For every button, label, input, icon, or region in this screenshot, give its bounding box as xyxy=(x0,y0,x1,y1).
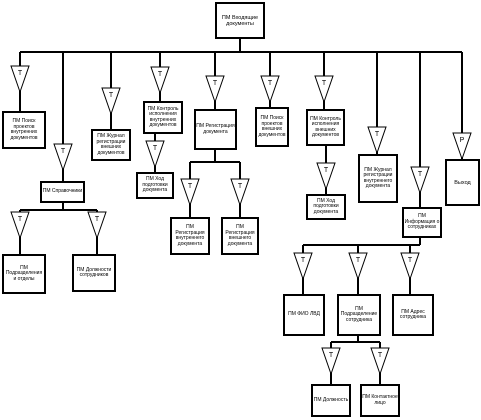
node-internal-journal: ПМ Журнал регистрации внутреннего докуме… xyxy=(358,154,398,203)
node-label: ПМ Контроль исполнения внутренних докуме… xyxy=(147,105,179,128)
connector-marker: T xyxy=(400,252,420,281)
node-departments: ПМ Подразделения и отделы xyxy=(2,254,46,294)
svg-text:T: T xyxy=(322,80,327,87)
node-control-internal: ПМ Контроль исполнения внутренних докуме… xyxy=(143,101,183,134)
svg-text:T: T xyxy=(375,131,380,138)
node-label: ПМ Ход подготовки документа xyxy=(142,176,168,194)
node-label: ПМ Журнал регистрации внутреннего докуме… xyxy=(363,166,393,189)
node-register-external: ПМ Регистрация внешнего документа xyxy=(221,217,259,255)
svg-text:T: T xyxy=(188,183,193,190)
node-control-external: ПМ Контроль исполнения внешних документо… xyxy=(306,109,345,146)
connector-marker: T xyxy=(10,211,30,240)
node-external-journal: ПМ Журнал регистрации внешних документов xyxy=(91,129,131,161)
node-label: ПМ ФИО ЛВД xyxy=(288,311,320,318)
node-label: ПМ Адрес сотрудника xyxy=(399,308,427,320)
connector-marker: T xyxy=(367,126,387,155)
connector-marker: T xyxy=(53,143,73,172)
node-prep-progress-1: ПМ Ход подготовки документа xyxy=(136,172,174,199)
svg-text:T: T xyxy=(153,145,158,152)
node-directories: ПМ Справочники xyxy=(40,181,85,203)
node-employee-department: ПМ Подразделение сотрудника xyxy=(337,294,381,336)
svg-text:T: T xyxy=(301,257,306,264)
svg-text:T: T xyxy=(356,257,361,264)
connector-marker: T xyxy=(314,75,334,104)
node-label: Выход xyxy=(454,179,471,186)
svg-text:T: T xyxy=(61,148,66,155)
connector-marker: T xyxy=(101,87,121,116)
node-label: ПМ Подразделения и отделы xyxy=(5,264,43,282)
node-label: ПМ Подразделение сотрудника xyxy=(340,305,378,323)
connector-marker: T xyxy=(410,166,430,195)
node-label: ПМ Регистрация внутреннего документа xyxy=(175,224,205,247)
svg-text:T: T xyxy=(408,257,413,264)
svg-text:T: T xyxy=(418,171,423,178)
node-positions: ПМ Должности сотрудников xyxy=(72,254,116,292)
node-employee-info: ПМ Информация о сотрудниках xyxy=(402,207,442,238)
svg-text:T: T xyxy=(213,80,218,87)
node-label: ПМ Регистрация документа xyxy=(196,123,235,135)
connector-marker: T xyxy=(205,75,225,104)
node-label: ПМ Регистрация внешнего документа xyxy=(225,224,255,247)
connector-marker: T xyxy=(370,347,390,376)
node-label: ПМ Ход подготовки документа xyxy=(313,197,339,215)
node-search-external-drafts: ПМ Поиск проектов внешних документов xyxy=(255,107,289,147)
connector-marker: T xyxy=(293,252,313,281)
svg-text:T: T xyxy=(329,352,334,359)
svg-text:T: T xyxy=(18,216,23,223)
connector-marker: T xyxy=(145,140,165,169)
svg-text:T: T xyxy=(109,92,114,99)
svg-text:T: T xyxy=(238,183,243,190)
connector-markers: T T T T T T T T T P T T T T T T T T T T … xyxy=(10,65,472,376)
svg-text:P: P xyxy=(460,137,465,144)
svg-text:T: T xyxy=(18,70,23,77)
node-contact-person: ПМ Контактное лицо xyxy=(360,384,400,417)
node-label: ПМ Контроль исполнения внешних документо… xyxy=(310,115,341,138)
node-registration: ПМ Регистрация документа xyxy=(194,109,237,150)
node-prep-progress-2: ПМ Ход подготовки документа xyxy=(306,194,346,220)
svg-text:T: T xyxy=(158,71,163,78)
node-label: ПМ Поиск проектов внутренних документов xyxy=(10,118,38,141)
node-label: ПМ Контактное лицо xyxy=(362,394,398,406)
connector-marker: T xyxy=(150,66,170,95)
node-label: ПМ Справочники xyxy=(42,188,83,195)
node-register-internal: ПМ Регистрация внутреннего документа xyxy=(170,217,210,255)
node-exit: Выход xyxy=(445,159,480,206)
node-label: ПМ Информация о сотрудниках xyxy=(404,213,440,231)
node-label: ПМ Входящие документы xyxy=(221,14,259,27)
node-position: ПМ Должность xyxy=(311,384,351,417)
svg-text:T: T xyxy=(268,80,273,87)
connector-marker: T xyxy=(230,178,250,207)
svg-text:T: T xyxy=(378,352,383,359)
node-label: ПМ Журнал регистрации внешних документов xyxy=(96,133,126,156)
connector-marker: T xyxy=(10,65,30,94)
node-label: ПМ Поиск проектов внешних документов xyxy=(258,115,286,138)
connector-marker: T xyxy=(260,75,280,104)
node-search-internal-drafts: ПМ Поиск проектов внутренних документов xyxy=(2,111,46,149)
connector-marker: T xyxy=(321,347,341,376)
connector-marker: T xyxy=(316,162,336,191)
node-label: ПМ Должность xyxy=(313,396,349,403)
connector-marker: T xyxy=(180,178,200,207)
svg-text:T: T xyxy=(324,167,329,174)
node-employee-address: ПМ Адрес сотрудника xyxy=(392,294,434,336)
connector-marker: P xyxy=(452,132,472,161)
connector-marker: T xyxy=(348,252,368,281)
node-full-name: ПМ ФИО ЛВД xyxy=(283,294,325,336)
node-label: ПМ Должности сотрудников xyxy=(76,266,112,278)
svg-text:T: T xyxy=(95,216,100,223)
node-root: ПМ Входящие документы xyxy=(215,2,265,39)
connector-marker: T xyxy=(87,211,107,240)
